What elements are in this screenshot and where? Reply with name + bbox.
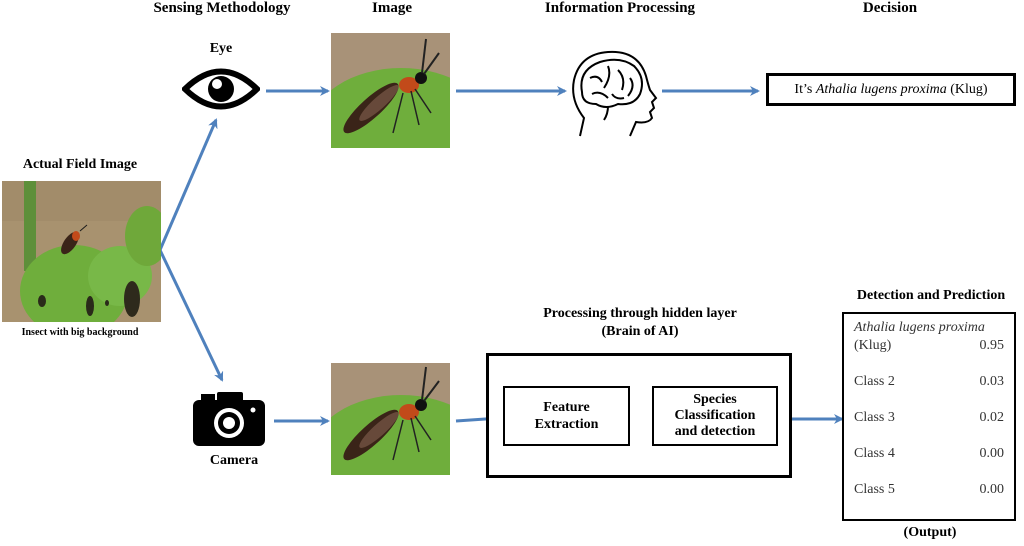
insect-photo-graphic	[331, 33, 450, 148]
eye-icon	[180, 66, 262, 117]
class-probability: 0.95	[979, 338, 1005, 353]
prediction-row: Class 2 0.03	[844, 374, 1014, 390]
arrow-field-to-camera	[158, 249, 224, 382]
ai-processing-title: Processing through hidden layer (Brain o…	[490, 305, 790, 341]
feature-line1: Feature	[543, 400, 590, 415]
class-probability: 0.00	[979, 446, 1005, 461]
species-line2: Classification	[674, 408, 756, 423]
predicted-species-name: Athalia lugens proxima	[854, 320, 985, 335]
class-label: Class 3	[854, 410, 895, 425]
camera-icon	[193, 392, 265, 451]
class-label: Class 4	[854, 446, 895, 461]
prediction-row: Class 5 0.00	[844, 482, 1014, 498]
eye-label: Eye	[209, 41, 233, 56]
header-decision: Decision	[862, 0, 918, 16]
prediction-row: (Klug) 0.95	[844, 338, 1014, 354]
human-head-brain-icon	[568, 48, 660, 145]
header-sensing-methodology: Sensing Methodology	[153, 0, 291, 16]
camera-label: Camera	[209, 453, 259, 468]
insect-image-camera	[331, 363, 450, 475]
field-image-title: Actual Field Image	[22, 157, 138, 172]
class-label: Class 2	[854, 374, 895, 389]
decision-prefix: It’s	[794, 81, 816, 97]
class-probability: 0.02	[979, 410, 1005, 425]
prediction-row: Class 4 0.00	[844, 446, 1014, 462]
decision-box: It’s Athalia lugens proxima (Klug)	[766, 73, 1016, 106]
insect-photo-graphic	[331, 363, 450, 475]
feature-extraction-box: Feature Extraction	[503, 386, 630, 446]
prediction-row: Class 3 0.02	[844, 410, 1014, 426]
class-label: Class 5	[854, 482, 895, 497]
species-classification-box: Species Classification and detection	[652, 386, 778, 446]
class-probability: 0.03	[979, 374, 1005, 389]
output-title: Detection and Prediction	[856, 288, 1006, 303]
insect-image-eye	[331, 33, 450, 148]
species-line3: and detection	[674, 424, 756, 439]
arrow-field-to-eye	[158, 118, 218, 251]
ai-title-line2: (Brain of AI)	[601, 324, 679, 339]
species-line1: Species	[693, 392, 737, 407]
decision-species: Athalia lugens proxima	[815, 81, 947, 97]
class-label: (Klug)	[854, 338, 892, 353]
field-photo-graphic	[2, 181, 161, 322]
header-image: Image	[372, 0, 412, 16]
field-image-caption: Insect with big background	[21, 327, 139, 338]
field-image	[2, 181, 161, 322]
decision-suffix: (Klug)	[946, 81, 988, 97]
class-probability: 0.00	[979, 482, 1005, 497]
ai-title-line1: Processing through hidden layer	[543, 306, 737, 321]
output-footer: (Output)	[903, 525, 957, 540]
feature-line2: Extraction	[534, 417, 599, 432]
header-information-processing: Information Processing	[544, 0, 696, 16]
